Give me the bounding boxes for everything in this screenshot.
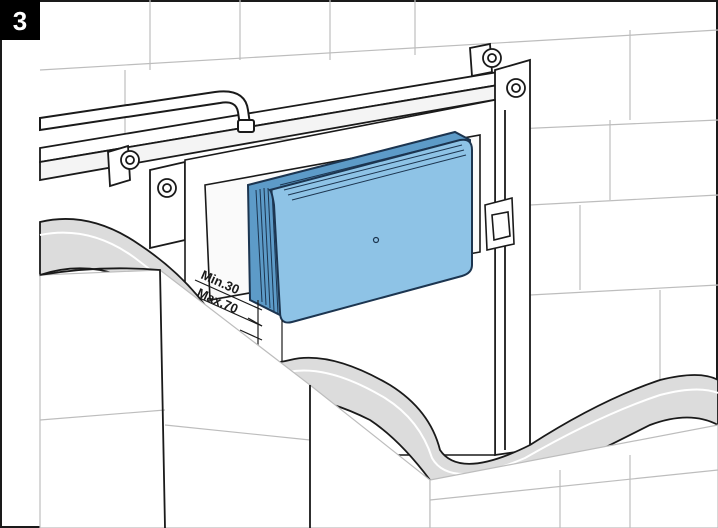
foreground-outline bbox=[39, 267, 311, 528]
cistern bbox=[246, 130, 473, 324]
dimension-lines bbox=[194, 279, 283, 368]
wall-bracket-left bbox=[107, 144, 140, 188]
step-number: 3 bbox=[13, 6, 27, 36]
wall-bracket-right bbox=[469, 42, 502, 78]
cistern-ribs bbox=[255, 139, 467, 315]
frame-upright-left bbox=[149, 160, 186, 250]
step-badge bbox=[0, 0, 40, 40]
foreground-tile-joints bbox=[39, 409, 718, 528]
side-clip bbox=[484, 196, 515, 251]
foreground-tiles bbox=[39, 268, 718, 528]
cistern-center-mark bbox=[372, 236, 380, 244]
frame-upright-right bbox=[494, 58, 531, 457]
supply-pipe bbox=[39, 90, 255, 133]
cistern-front bbox=[268, 138, 473, 324]
